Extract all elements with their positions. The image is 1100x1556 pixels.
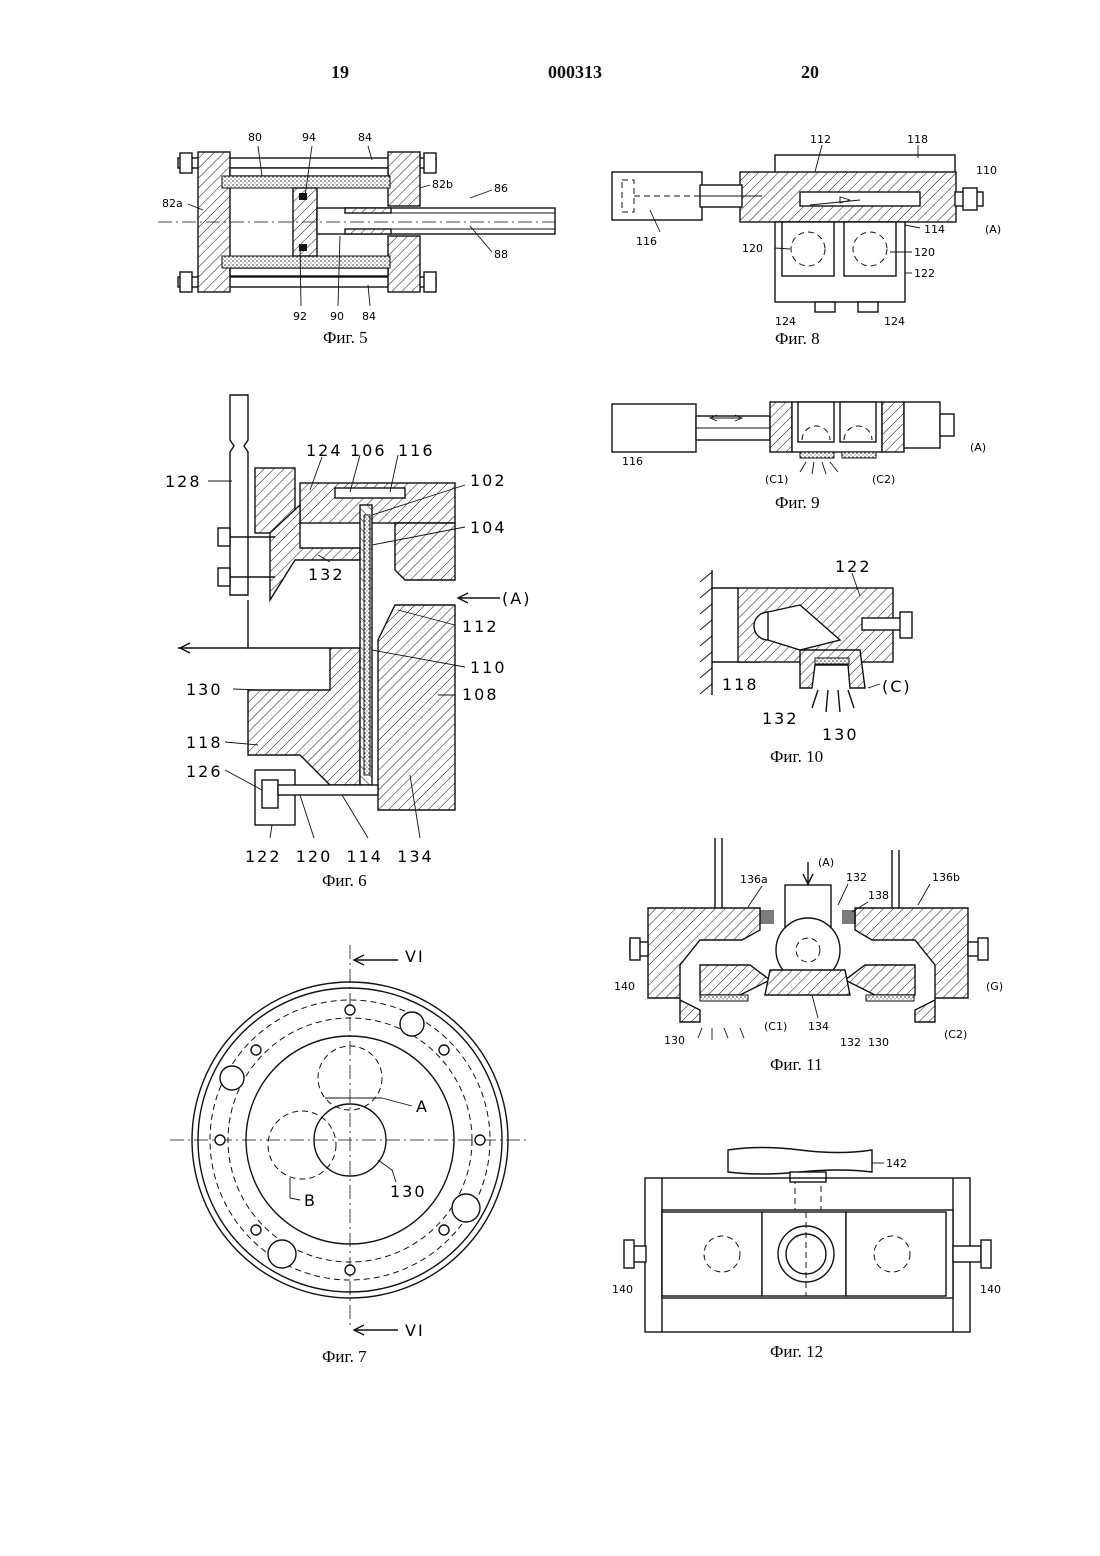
figure-8: 112 118 110 116 114 (A) 120 120 122 124 … bbox=[612, 133, 1001, 348]
fig11-caption: Фиг. 11 bbox=[770, 1055, 822, 1074]
fig12-caption: Фиг. 12 bbox=[770, 1342, 823, 1361]
fig6-label-126: 126 bbox=[186, 762, 223, 781]
fig5-label-92: 92 bbox=[293, 310, 307, 323]
fig6-label-102: 102 bbox=[470, 471, 507, 490]
fig7-label-A: A bbox=[416, 1097, 429, 1116]
fig6-label-130: 130 bbox=[186, 680, 223, 699]
fig5-label-84-top: 84 bbox=[358, 131, 372, 144]
fig11-label-A: (A) bbox=[818, 856, 834, 869]
fig6-label-118: 118 bbox=[186, 733, 223, 752]
fig11-label-130-right: 130 bbox=[868, 1036, 889, 1049]
fig9-label-A: (A) bbox=[970, 441, 986, 454]
fig12-label-140-left: 140 bbox=[612, 1283, 633, 1296]
fig10-caption: Фиг. 10 bbox=[770, 747, 823, 766]
fig5-label-80: 80 bbox=[248, 131, 262, 144]
fig6-label-124: 124 bbox=[306, 441, 343, 460]
fig9-label-116: 116 bbox=[622, 455, 643, 468]
fig6-label-104: 104 bbox=[470, 518, 507, 537]
figure-7: VI VI A B 130 Фиг. 7 bbox=[170, 945, 530, 1366]
fig5-label-82b: 82b bbox=[432, 178, 453, 191]
fig11-label-136a: 136a bbox=[740, 873, 768, 886]
fig6-label-A: (A) bbox=[502, 589, 531, 608]
fig11-label-130-left: 130 bbox=[664, 1034, 685, 1047]
fig8-label-120-left: 120 bbox=[742, 242, 763, 255]
fig11-label-132-bottom: 132 bbox=[840, 1036, 861, 1049]
fig5-label-84-bottom: 84 bbox=[362, 310, 376, 323]
fig11-label-134: 134 bbox=[808, 1020, 829, 1033]
fig7-label-130: 130 bbox=[390, 1182, 427, 1201]
fig5-caption: Фиг. 5 bbox=[323, 328, 368, 347]
figure-12: 142 140 140 Фиг. 12 bbox=[612, 1148, 1001, 1362]
fig8-label-124-right: 124 bbox=[884, 315, 905, 328]
fig11-label-G: (G) bbox=[986, 980, 1003, 993]
figure-11: (A) 136a 132 138 136b 140 (G) (C1) 134 (… bbox=[614, 838, 1003, 1074]
figure-5: 80 94 84 82a 82b 86 88 92 90 84 Фиг. 5 bbox=[158, 131, 560, 347]
fig9-caption: Фиг. 9 bbox=[775, 493, 820, 512]
fig5-label-82a: 82a bbox=[162, 197, 183, 210]
fig10-label-122: 122 bbox=[835, 557, 872, 576]
fig8-label-A: (A) bbox=[985, 223, 1001, 236]
fig8-caption: Фиг. 8 bbox=[775, 329, 820, 348]
fig10-label-118: 118 bbox=[722, 675, 759, 694]
fig8-label-116: 116 bbox=[636, 235, 657, 248]
figure-10: 122 118 (C) 132 130 Фиг. 10 bbox=[700, 557, 912, 766]
fig5-label-86: 86 bbox=[494, 182, 508, 195]
fig8-label-122: 122 bbox=[914, 267, 935, 280]
fig12-label-140-right: 140 bbox=[980, 1283, 1001, 1296]
fig6-label-106: 106 bbox=[350, 441, 387, 460]
fig10-label-132: 132 bbox=[762, 709, 799, 728]
fig8-label-110: 110 bbox=[976, 164, 997, 177]
fig11-label-C2: (C2) bbox=[944, 1028, 967, 1041]
fig7-label-B: B bbox=[304, 1191, 317, 1210]
fig5-label-90: 90 bbox=[330, 310, 344, 323]
fig8-label-112: 112 bbox=[810, 133, 831, 146]
fig5-label-94: 94 bbox=[302, 131, 316, 144]
fig8-label-124-left: 124 bbox=[775, 315, 796, 328]
fig6-label-112: 112 bbox=[462, 617, 499, 636]
fig8-label-120-right: 120 bbox=[914, 246, 935, 259]
figure-9: 116 (A) (C1) (C2) Фиг. 9 bbox=[612, 402, 986, 512]
figure-6: 128 124 106 116 102 104 132 (A) 112 110 … bbox=[165, 395, 531, 890]
fig6-label-108: 108 bbox=[462, 685, 499, 704]
fig7-label-VI-top: VI bbox=[405, 947, 425, 966]
fig10-label-C: (C) bbox=[882, 677, 912, 696]
fig7-caption: Фиг. 7 bbox=[322, 1347, 367, 1366]
fig6-label-110: 110 bbox=[470, 658, 507, 677]
fig9-label-C2: (C2) bbox=[872, 473, 895, 486]
fig11-label-140: 140 bbox=[614, 980, 635, 993]
fig8-label-118: 118 bbox=[907, 133, 928, 146]
fig11-label-C1: (C1) bbox=[764, 1020, 787, 1033]
fig8-label-114: 114 bbox=[924, 223, 945, 236]
fig6-label-116: 116 bbox=[398, 441, 435, 460]
fig11-label-132-top: 132 bbox=[846, 871, 867, 884]
fig11-label-138: 138 bbox=[868, 889, 889, 902]
fig6-caption: Фиг. 6 bbox=[322, 871, 367, 890]
fig6-label-bottom-row: 122 120 114 134 bbox=[245, 847, 434, 866]
fig6-label-132: 132 bbox=[308, 565, 345, 584]
fig10-label-130: 130 bbox=[822, 725, 859, 744]
fig5-label-88: 88 bbox=[494, 248, 508, 261]
fig12-label-142: 142 bbox=[886, 1157, 907, 1170]
fig11-label-136b: 136b bbox=[932, 871, 960, 884]
fig6-label-128: 128 bbox=[165, 472, 202, 491]
fig9-label-C1: (C1) bbox=[765, 473, 788, 486]
fig7-label-VI-bottom: VI bbox=[405, 1321, 425, 1340]
